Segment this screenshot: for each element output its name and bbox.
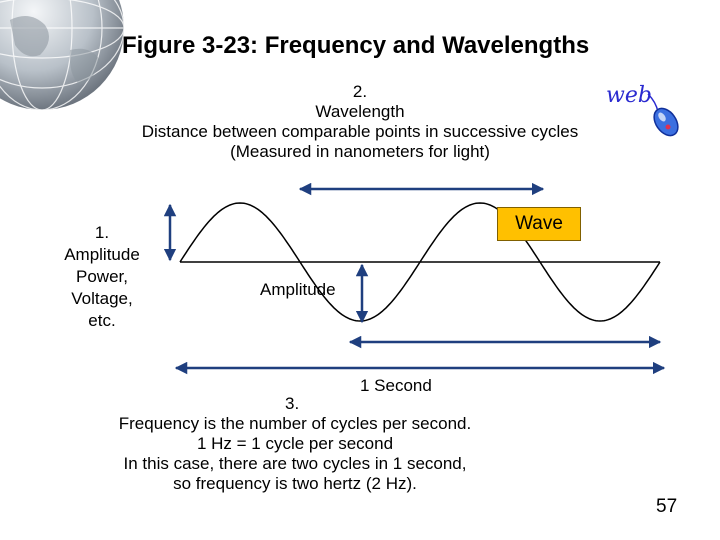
wavelength-number: 2. — [352, 82, 368, 101]
page-number: 57 — [656, 496, 678, 517]
one-second-label: 1 Second — [360, 376, 432, 395]
amplitude-voltage: Voltage, — [71, 289, 133, 308]
wavelength-note: (Measured in nanometers for light) — [230, 142, 490, 161]
amplitude-power: Power, — [76, 267, 128, 286]
frequency-number: 3. — [285, 394, 300, 413]
frequency-definition: Frequency is the number of cycles per se… — [118, 414, 472, 433]
globe-icon — [0, 0, 125, 110]
amplitude-description: 1. Amplitude Power, Voltage, etc. — [42, 222, 162, 332]
logo-text: web — [606, 83, 652, 108]
sine-wave — [179, 202, 661, 322]
frequency-hz-definition: 1 Hz = 1 cycle per second — [196, 434, 394, 453]
web-mouse-icon[interactable]: web — [596, 72, 682, 144]
wavelength-description: 2. Wavelength Distance between comparabl… — [90, 82, 630, 162]
wavelength-definition: Distance between comparable points in su… — [141, 122, 579, 141]
amplitude-etc: etc. — [88, 311, 116, 330]
frequency-description: 3. Frequency is the number of cycles per… — [60, 394, 530, 494]
page-title: Figure 3-23: Frequency and Wavelengths — [122, 32, 590, 59]
frequency-result: so frequency is two hertz (2 Hz). — [173, 474, 417, 493]
wave-label: Wave — [515, 213, 563, 234]
amplitude-label: Amplitude — [260, 280, 336, 299]
wave-label-box: Wave — [497, 207, 581, 241]
amplitude-number: 1. — [94, 223, 110, 242]
wavelength-heading: Wavelength — [315, 102, 405, 121]
amplitude-heading: Amplitude — [64, 245, 140, 264]
frequency-case: In this case, there are two cycles in 1 … — [123, 454, 467, 473]
